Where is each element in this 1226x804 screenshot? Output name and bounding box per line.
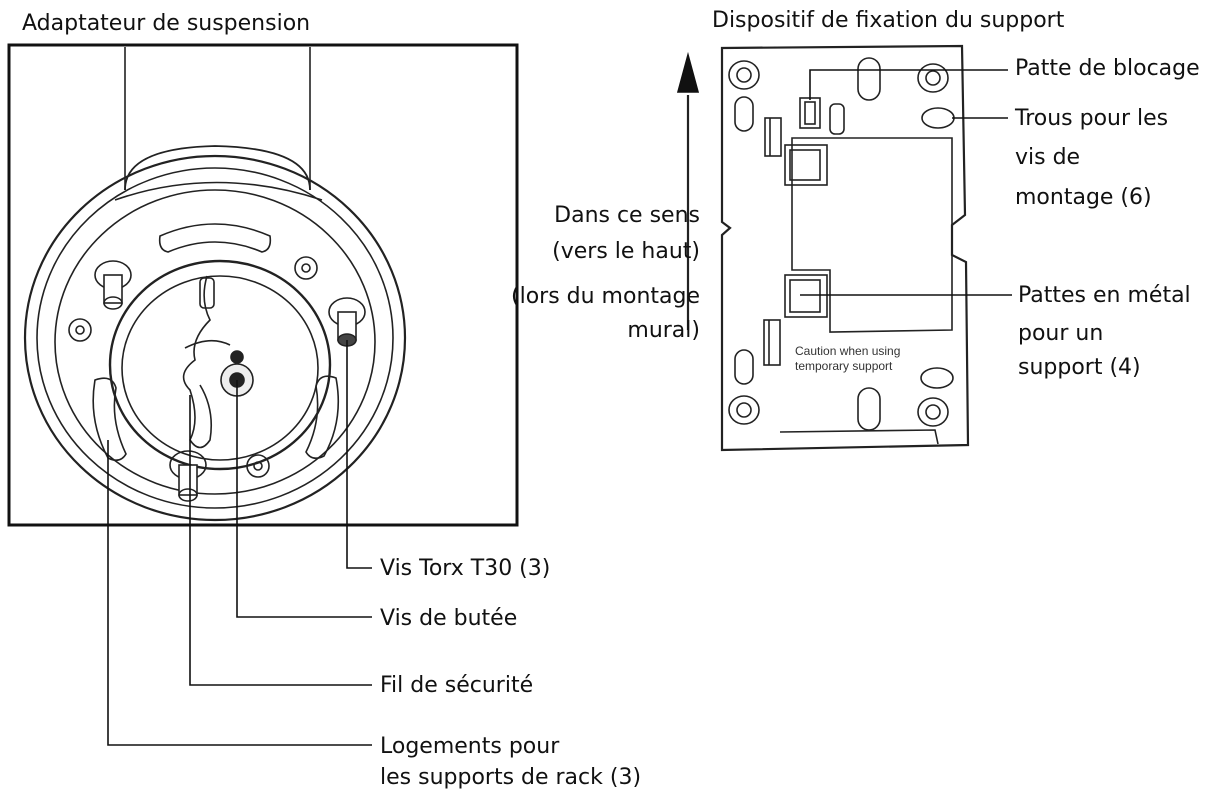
direction-line3: (lors du montage <box>511 284 700 309</box>
left-callout-lines <box>107 340 372 746</box>
direction-line2: (vers le haut) <box>552 239 700 264</box>
holes-label-line2: vis de <box>1015 145 1081 170</box>
metal-tabs-label-line2: pour un <box>1018 321 1104 346</box>
pendant-adapter-figure <box>7 43 519 527</box>
embossed-text-line1: Caution when using <box>795 344 900 358</box>
bracket-figure: Caution when using temporary support <box>676 44 970 452</box>
embossed-text-line2: temporary support <box>795 359 893 373</box>
metal-tabs-label-line1: Pattes en métal <box>1018 283 1191 308</box>
torx-post-top-left <box>94 260 132 310</box>
adapter-title: Adaptateur de suspension <box>22 11 311 36</box>
torx-screws-label: Vis Torx T30 (3) <box>380 556 551 581</box>
holes-label-line3: montage (6) <box>1015 185 1152 210</box>
rack-slots-label-line1: Logements pour <box>380 734 560 759</box>
direction-line4: mural) <box>627 318 700 343</box>
stop-screw-label: Vis de butée <box>380 606 518 631</box>
locking-tab-label: Patte de blocage <box>1015 56 1200 81</box>
bracket-title: Dispositif de fixation du support <box>712 8 1065 33</box>
holes-label-line1: Trous pour les <box>1015 106 1169 131</box>
torx-post-bottom <box>169 450 207 502</box>
rack-slots-label-line2: les supports de rack (3) <box>380 765 642 790</box>
right-callout-lines <box>800 69 1012 296</box>
metal-tabs-label-line3: support (4) <box>1018 355 1141 380</box>
torx-post-right <box>328 297 366 347</box>
adapter-frame <box>7 43 519 527</box>
direction-line1: Dans ce sens <box>554 203 700 228</box>
safety-wire-label: Fil de sécurité <box>380 673 534 698</box>
